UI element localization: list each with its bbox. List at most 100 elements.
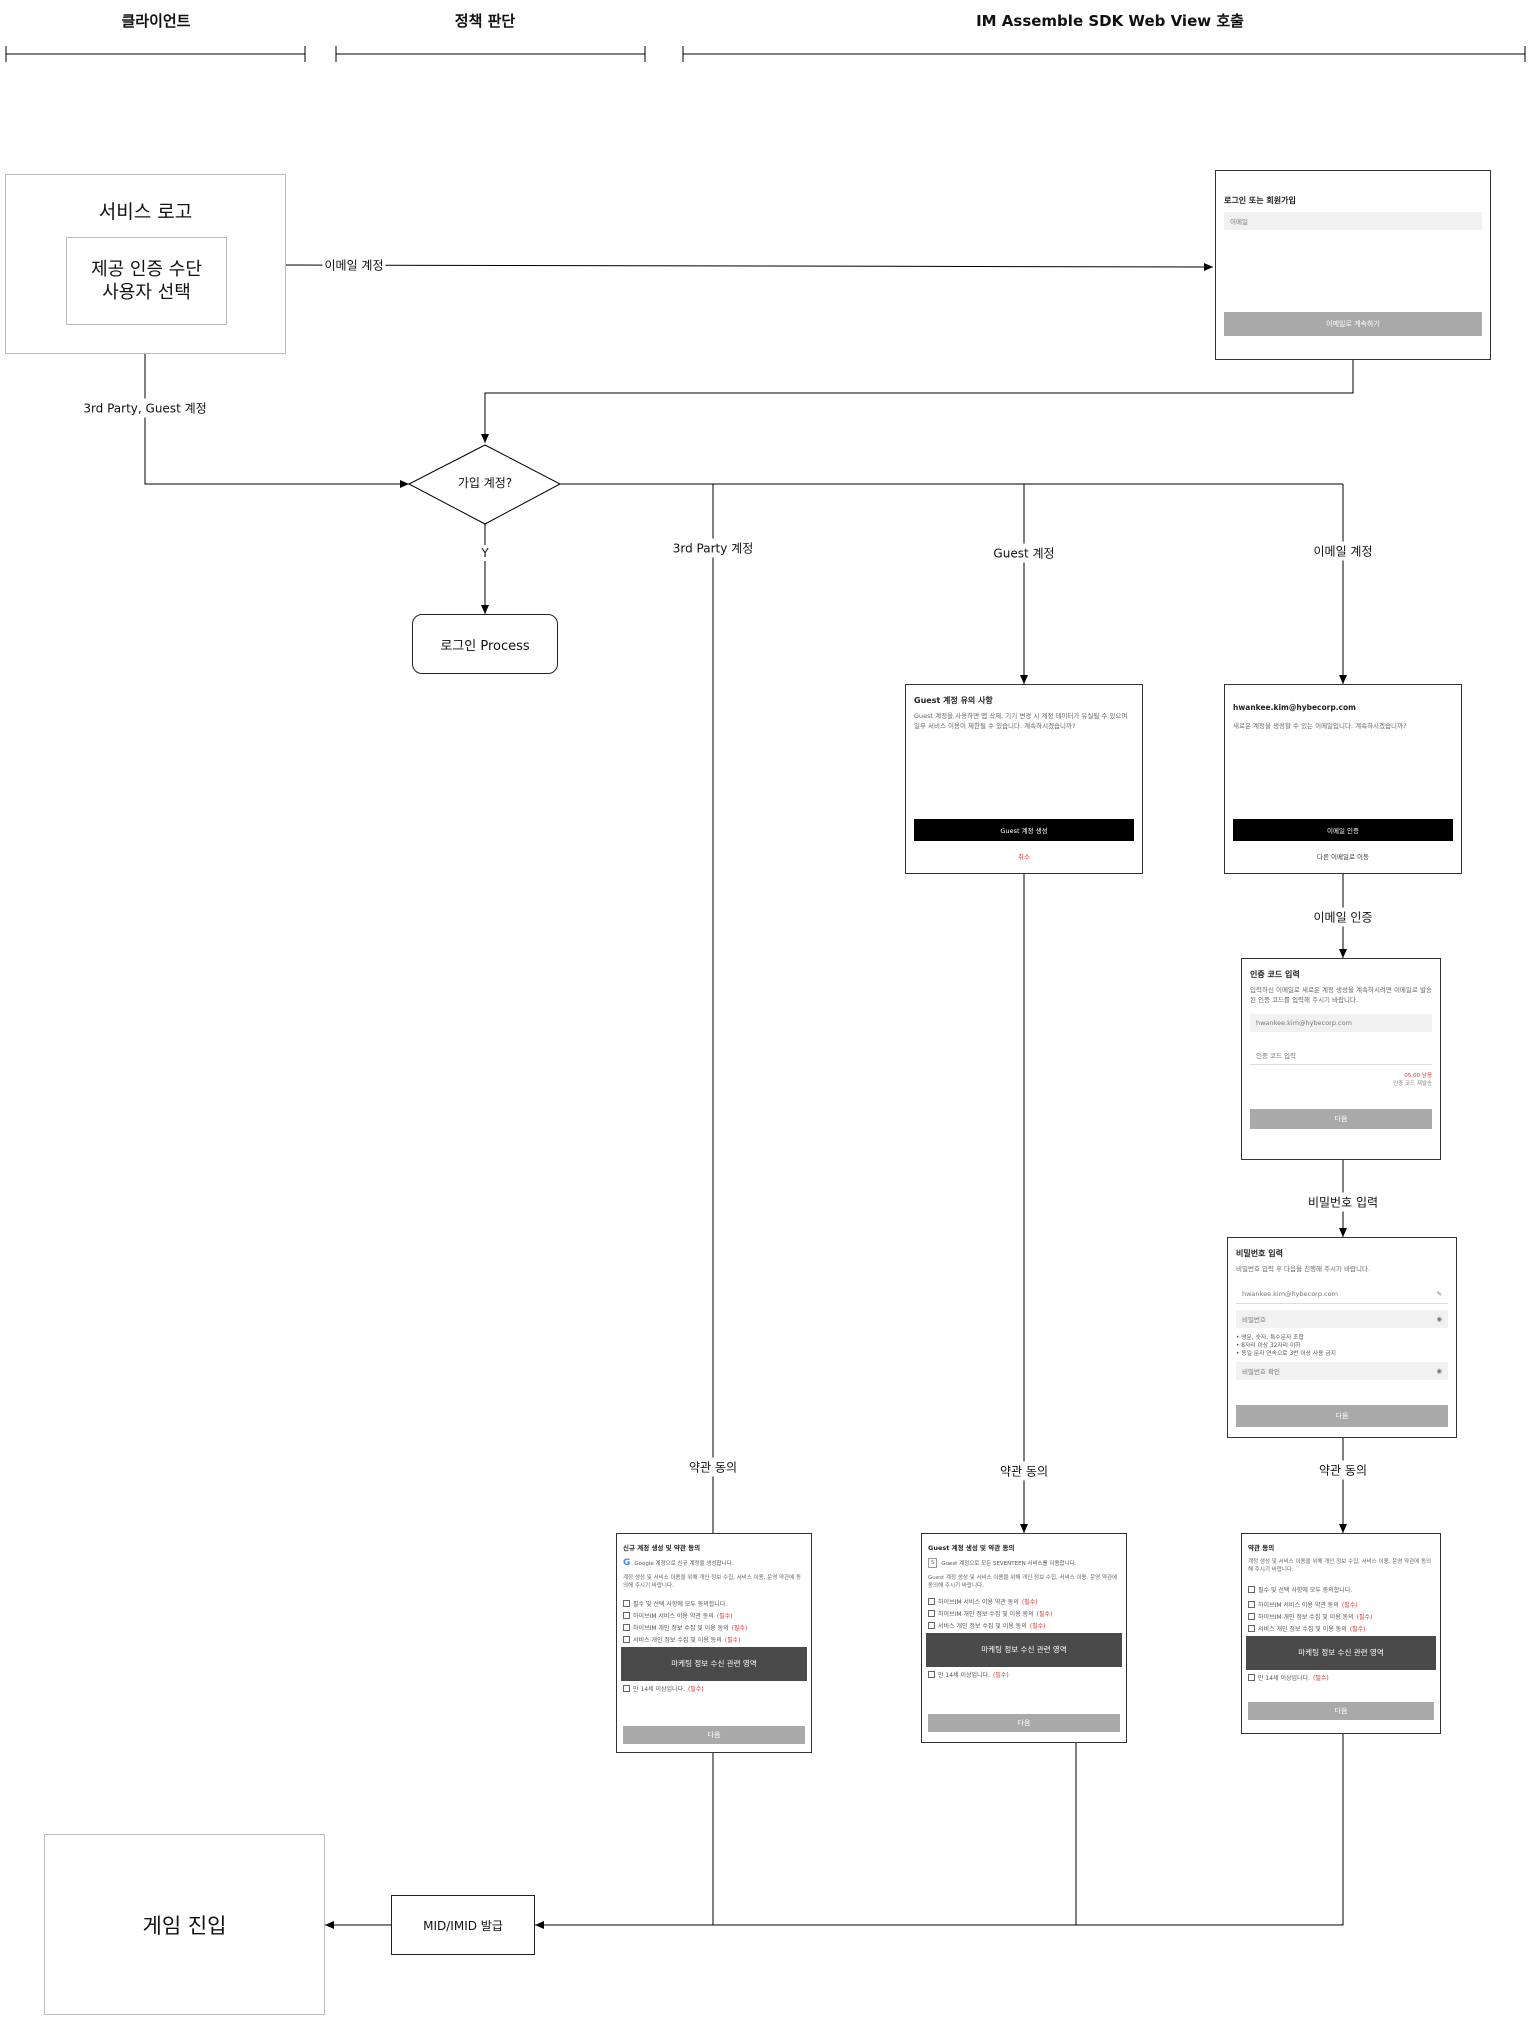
code-input[interactable]: 인증 코드 입력 <box>1250 1045 1432 1065</box>
required-mark: (필수) <box>1313 1674 1329 1682</box>
guest-notice-text: Guest 계정을 사용하면 앱 삭제, 기기 변경 시 계정 데이터가 유실될… <box>914 712 1128 730</box>
edge-label-yes: Y <box>479 545 491 561</box>
terms-guest-title: Guest 계정 생성 및 약관 동의 <box>928 1544 1015 1552</box>
password-email-field: hwankee.kim@hybecorp.com ✎ <box>1236 1284 1448 1304</box>
terms-third-title: 신규 계정 생성 및 약관 동의 <box>623 1544 701 1552</box>
eye-icon[interactable]: ◉ <box>1436 1314 1442 1323</box>
age-label: 만 14세 이상입니다. <box>938 1671 990 1679</box>
email-new-text: 새로운 계정을 생성할 수 있는 이메일입니다. 계속하시겠습니까? <box>1233 722 1407 730</box>
edge-label-password-input: 비밀번호 입력 <box>1305 1192 1381 1212</box>
required-mark: (필수) <box>1341 1601 1358 1609</box>
terms-guest-provider: S Guest 계정으로 모든 SEVENTEEN 서비스를 이용합니다. <box>928 1558 1120 1568</box>
mid-issue-node: MID/IMID 발급 <box>391 1895 535 1955</box>
password-rules: • 영문, 숫자, 특수문자 조합 • 8자리 이상 32자리 이하 • 동일 … <box>1236 1334 1448 1358</box>
lane-title-sdk: IM Assemble SDK Web View 호출 <box>976 12 1244 30</box>
password-confirm-input[interactable]: 비밀번호 확인 ◉ <box>1236 1362 1448 1381</box>
lane-title-client: 클라이언트 <box>121 12 191 30</box>
screen-password: 비밀번호 입력 비밀번호 입력 후 다음을 진행해 주시기 바랍니다. hwan… <box>1227 1237 1457 1438</box>
terms-email-item[interactable]: 하이브IM 서비스 이용 약관 동의(필수) <box>1248 1600 1434 1609</box>
terms-third-next-button[interactable]: 다음 <box>623 1726 805 1744</box>
continue-with-email-button[interactable]: 이메일로 계속하기 <box>1224 312 1482 336</box>
code-text: 입력하신 이메일로 새로운 계정 생성을 계속하시려면 이메일로 발송된 인증 … <box>1250 986 1432 1004</box>
terms-guest-next-button[interactable]: 다음 <box>928 1714 1120 1732</box>
terms-all-label: 필수 및 선택 사항에 모두 동의합니다. <box>1258 1586 1353 1594</box>
marketing-area-overlay: 마케팅 정보 수신 관련 영역 <box>621 1646 807 1681</box>
password-next-button[interactable]: 다음 <box>1236 1405 1448 1427</box>
google-icon: G <box>623 1558 631 1568</box>
terms-guest-item[interactable]: 하이브IM 서비스 이용 약관 동의(필수) <box>928 1597 1120 1606</box>
guest-cancel-link[interactable]: 취소 <box>1018 853 1030 861</box>
marketing-area-overlay: 마케팅 정보 수신 관련 영역 <box>1246 1635 1436 1670</box>
screen-login-title: 로그인 또는 회원가입 <box>1224 196 1296 205</box>
terms-item-label: 서비스 개인 정보 수집 및 이용 동의 <box>938 1622 1027 1630</box>
terms-email-item[interactable]: 하이브IM 개인 정보 수집 및 이용 동의(필수) <box>1248 1612 1434 1621</box>
terms-guest-age[interactable]: 만 14세 이상입니다.(필수) <box>928 1670 1120 1679</box>
screen-login-signup: 로그인 또는 회원가입 이메일 이메일로 계속하기 <box>1215 170 1491 360</box>
terms-item-label: 서비스 개인 정보 수집 및 이용 동의 <box>633 1636 722 1644</box>
edit-icon[interactable]: ✎ <box>1436 1289 1442 1298</box>
screen-terms-email: 약관 동의 계정 생성 및 서비스 이용을 위해 개인 정보 수집, 서비스 이… <box>1241 1533 1441 1734</box>
login-process-node: 로그인 Process <box>412 614 558 674</box>
terms-guest-provider-text: Guest 계정으로 모든 SEVENTEEN 서비스를 이용합니다. <box>941 1561 1077 1567</box>
decision-label: 가입 계정? <box>457 476 513 490</box>
terms-guest-text: Guest 계정 생성 및 서비스 이용을 위해 개인 정보 수집, 서비스 이… <box>928 1575 1118 1590</box>
email-input[interactable]: 이메일 <box>1224 212 1482 230</box>
code-title: 인증 코드 입력 <box>1250 970 1300 979</box>
screen-terms-guest: Guest 계정 생성 및 약관 동의 S Guest 계정으로 모든 SEVE… <box>921 1533 1127 1743</box>
edge-label-terms-third: 약관 동의 <box>687 1457 739 1477</box>
password-input[interactable]: 비밀번호 ◉ <box>1236 1309 1448 1328</box>
terms-email-text: 계정 생성 및 서비스 이용을 위해 개인 정보 수집, 서비스 이용, 운영 … <box>1248 1559 1432 1574</box>
code-timer: 05:00 남음 <box>1404 1072 1432 1079</box>
required-mark: (필수) <box>1356 1613 1373 1621</box>
password-rule: • 8자리 이상 32자리 이하 <box>1236 1342 1301 1349</box>
password-email-value: hwankee.kim@hybecorp.com <box>1242 1289 1338 1298</box>
create-guest-button[interactable]: Guest 계정 생성 <box>914 819 1134 841</box>
guest-notice-title: Guest 계정 유의 사항 <box>914 696 993 705</box>
code-resend-link[interactable]: 인증 코드 재발송 <box>1393 1080 1432 1087</box>
terms-item-label: 하이브IM 서비스 이용 약관 동의 <box>633 1612 714 1620</box>
screen-verify-code: 인증 코드 입력 입력하신 이메일로 새로운 계정 생성을 계속하시려면 이메일… <box>1241 958 1441 1160</box>
terms-third-age[interactable]: 만 14세 이상입니다.(필수) <box>623 1684 805 1693</box>
terms-third-item[interactable]: 하이브IM 개인 정보 수집 및 이용 동의(필수) <box>623 1623 805 1632</box>
required-mark: (필수) <box>1349 1625 1366 1633</box>
terms-guest-item[interactable]: 하이브IM 개인 정보 수집 및 이용 동의(필수) <box>928 1609 1120 1618</box>
terms-email-item[interactable]: 서비스 개인 정보 수집 및 이용 동의(필수) <box>1248 1624 1434 1633</box>
terms-guest-item[interactable]: 서비스 개인 정보 수집 및 이용 동의(필수) <box>928 1621 1120 1630</box>
email-new-address: hwankee.kim@hybecorp.com <box>1233 703 1356 712</box>
terms-item-label: 하이브IM 개인 정보 수집 및 이용 동의 <box>938 1610 1034 1618</box>
edge-label-third-guest: 3rd Party, Guest 계정 <box>81 398 209 418</box>
seventeen-logo-icon: S <box>928 1558 938 1568</box>
eye-icon[interactable]: ◉ <box>1436 1367 1442 1376</box>
terms-item-label: 하이브IM 개인 정보 수집 및 이용 동의 <box>633 1624 729 1632</box>
password-placeholder: 비밀번호 <box>1242 1315 1266 1324</box>
other-email-link[interactable]: 다른 이메일로 이동 <box>1317 853 1369 861</box>
required-mark: (필수) <box>688 1685 704 1693</box>
required-mark: (필수) <box>993 1671 1009 1679</box>
terms-third-all[interactable]: 필수 및 선택 사항에 모두 동의합니다. <box>623 1599 805 1608</box>
terms-item-label: 서비스 개인 정보 수집 및 이용 동의 <box>1258 1625 1347 1633</box>
decision-diamond <box>407 444 562 525</box>
lane-bracket-policy <box>335 46 646 62</box>
terms-email-all[interactable]: 필수 및 선택 사항에 모두 동의합니다. <box>1248 1585 1434 1594</box>
required-mark: (필수) <box>731 1624 748 1632</box>
screen-terms-third: 신규 계정 생성 및 약관 동의 G Google 계정으로 신규 계정을 생성… <box>616 1533 812 1753</box>
required-mark: (필수) <box>716 1612 733 1620</box>
age-label: 만 14세 이상입니다. <box>1258 1674 1310 1682</box>
edge-label-terms-email: 약관 동의 <box>1317 1460 1369 1480</box>
password-title: 비밀번호 입력 <box>1236 1249 1283 1258</box>
game-entry-node: 게임 진입 <box>44 1834 325 2015</box>
screen-guest-notice: Guest 계정 유의 사항 Guest 계정을 사용하면 앱 삭제, 기기 변… <box>905 684 1143 874</box>
edge-label-third-party: 3rd Party 계정 <box>670 538 756 558</box>
edge-label-guest: Guest 계정 <box>991 543 1057 563</box>
terms-third-item[interactable]: 하이브IM 서비스 이용 약관 동의(필수) <box>623 1611 805 1620</box>
terms-third-item[interactable]: 서비스 개인 정보 수집 및 이용 동의(필수) <box>623 1635 805 1644</box>
terms-email-age[interactable]: 만 14세 이상입니다.(필수) <box>1248 1673 1434 1682</box>
terms-email-next-button[interactable]: 다음 <box>1248 1702 1434 1720</box>
email-verify-button[interactable]: 이메일 인증 <box>1233 819 1453 841</box>
password-text: 비밀번호 입력 후 다음을 진행해 주시기 바랍니다. <box>1236 1265 1371 1273</box>
terms-item-label: 하이브IM 서비스 이용 약관 동의 <box>938 1598 1019 1606</box>
terms-third-provider: G Google 계정으로 신규 계정을 생성합니다. <box>623 1558 805 1568</box>
terms-third-text: 계정 생성 및 서비스 이용을 위해 개인 정보 수집, 서비스 이용, 운영 … <box>623 1575 802 1590</box>
age-label: 만 14세 이상입니다. <box>633 1685 685 1693</box>
code-next-button[interactable]: 다음 <box>1250 1109 1432 1129</box>
